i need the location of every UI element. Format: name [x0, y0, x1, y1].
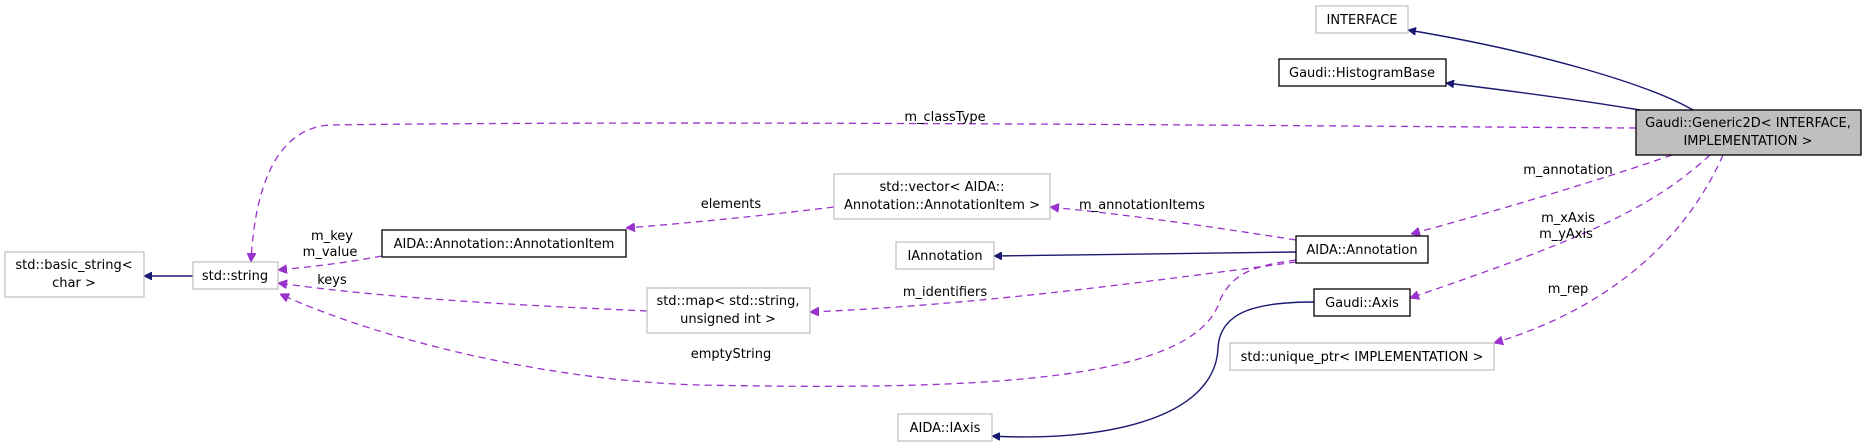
node-axis-label: Gaudi::Axis: [1325, 296, 1399, 311]
edge-label-m-key: m_key: [311, 229, 353, 244]
node-interface[interactable]: INTERFACE: [1315, 5, 1409, 34]
edge-m-identifiers: [810, 261, 1297, 312]
node-map-line1: std::map< std::string,: [656, 294, 799, 309]
node-std-string-label: std::string: [202, 269, 268, 284]
edge-label-m-value: m_value: [303, 245, 358, 260]
edge-m-annotation: [1411, 154, 1673, 234]
node-iannotation-label: IAnnotation: [907, 249, 982, 264]
node-axis[interactable]: Gaudi::Axis: [1313, 288, 1411, 317]
node-map[interactable]: std::map< std::string, unsigned int >: [646, 287, 811, 334]
edge-m-classtype: [251, 122, 1637, 262]
node-iaxis[interactable]: AIDA::IAxis: [897, 413, 993, 442]
node-std-string[interactable]: std::string: [192, 261, 279, 290]
edge-label-m-xaxis: m_xAxis: [1541, 211, 1595, 226]
node-annotation[interactable]: AIDA::Annotation: [1295, 235, 1429, 264]
node-annotation-item[interactable]: AIDA::Annotation::AnnotationItem: [381, 229, 627, 258]
edge-m-key-value: [278, 255, 383, 270]
edge-m-annotationitems: [1050, 207, 1297, 241]
edge-label-m-annotationitems: m_annotationItems: [1079, 198, 1205, 213]
edge-m-rep: [1494, 154, 1724, 343]
edge-generic2d-to-histogrambase: [1446, 83, 1641, 111]
node-basic-string-line1: std::basic_string<: [15, 258, 132, 273]
node-annotation-item-label: AIDA::Annotation::AnnotationItem: [394, 237, 615, 252]
node-vector[interactable]: std::vector< AIDA:: Annotation::Annotati…: [833, 173, 1051, 220]
edge-annotation-to-iannotation: [994, 251, 1297, 256]
edge-label-emptystring: emptyString: [691, 347, 772, 362]
node-generic2d-line1: Gaudi::Generic2D< INTERFACE,: [1645, 116, 1851, 131]
edge-label-m-identifiers: m_identifiers: [903, 285, 988, 300]
edge-label-m-rep: m_rep: [1548, 282, 1588, 297]
node-map-line2: unsigned int >: [680, 312, 776, 327]
edge-m-axis: [1410, 154, 1711, 298]
node-unique-ptr[interactable]: std::unique_ptr< IMPLEMENTATION >: [1229, 342, 1495, 371]
edge-elements: [626, 206, 835, 228]
node-vector-line1: std::vector< AIDA::: [879, 180, 1004, 195]
node-generic2d[interactable]: Gaudi::Generic2D< INTERFACE, IMPLEMENTAT…: [1635, 109, 1862, 156]
edge-label-keys: keys: [317, 273, 347, 288]
edge-emptystring: [280, 259, 1297, 387]
node-vector-line2: Annotation::AnnotationItem >: [844, 198, 1040, 213]
edge-generic2d-to-interface: [1408, 30, 1694, 111]
edge-label-m-classtype: m_classType: [904, 110, 985, 125]
node-iaxis-label: AIDA::IAxis: [910, 421, 981, 436]
node-interface-label: INTERFACE: [1327, 13, 1398, 28]
node-basic-string[interactable]: std::basic_string< char >: [4, 251, 145, 298]
node-basic-string-line2: char >: [52, 276, 96, 291]
edge-axis-to-iaxis: [992, 301, 1315, 437]
edge-label-elements: elements: [701, 197, 762, 212]
edge-label-m-annotation: m_annotation: [1523, 163, 1613, 178]
node-annotation-label: AIDA::Annotation: [1306, 243, 1417, 258]
node-generic2d-line2: IMPLEMENTATION >: [1683, 134, 1812, 149]
node-unique-ptr-label: std::unique_ptr< IMPLEMENTATION >: [1241, 350, 1484, 365]
edge-label-m-yaxis: m_yAxis: [1539, 227, 1593, 242]
node-histogram-base[interactable]: Gaudi::HistogramBase: [1278, 58, 1447, 87]
node-histogram-base-label: Gaudi::HistogramBase: [1289, 66, 1435, 81]
node-iannotation[interactable]: IAnnotation: [895, 241, 995, 270]
